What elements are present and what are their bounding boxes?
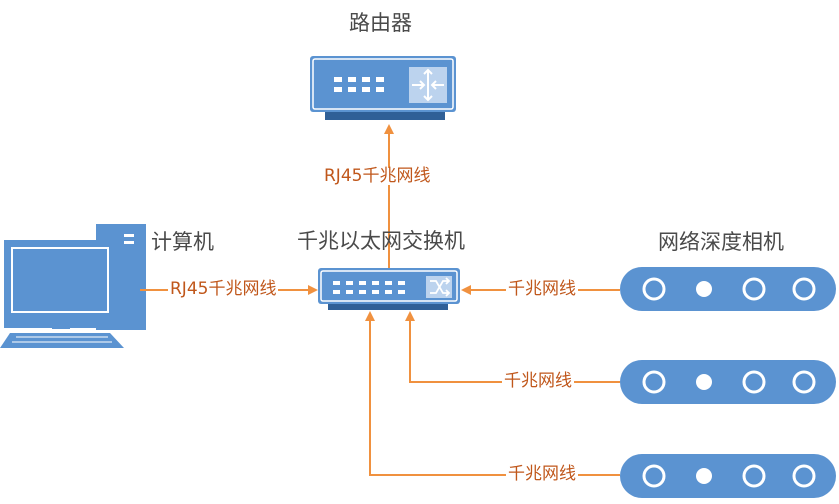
computer-label: 计算机 [151,230,214,254]
depth-camera-group [620,267,836,498]
depth-camera-icon [620,454,836,498]
link-label-camera1-switch: 千兆网线 [506,279,578,299]
link-label-camera3-switch: 千兆网线 [506,464,578,484]
link-camera3-switch [365,311,620,476]
router-icon [310,56,456,120]
router-label: 路由器 [349,11,412,35]
depth-camera-icon [620,360,836,404]
depth-camera-icon [620,267,836,311]
link-label-camera2-switch: 千兆网线 [502,371,574,391]
switch-icon [318,268,460,310]
switch-label: 千兆以太网交换机 [297,229,465,253]
desktop-computer-icon [0,224,146,348]
cameras-label: 网络深度相机 [658,230,784,254]
link-label-switch-router: RJ45千兆网线 [322,166,433,186]
link-label-computer-switch: RJ45千兆网线 [168,279,279,299]
